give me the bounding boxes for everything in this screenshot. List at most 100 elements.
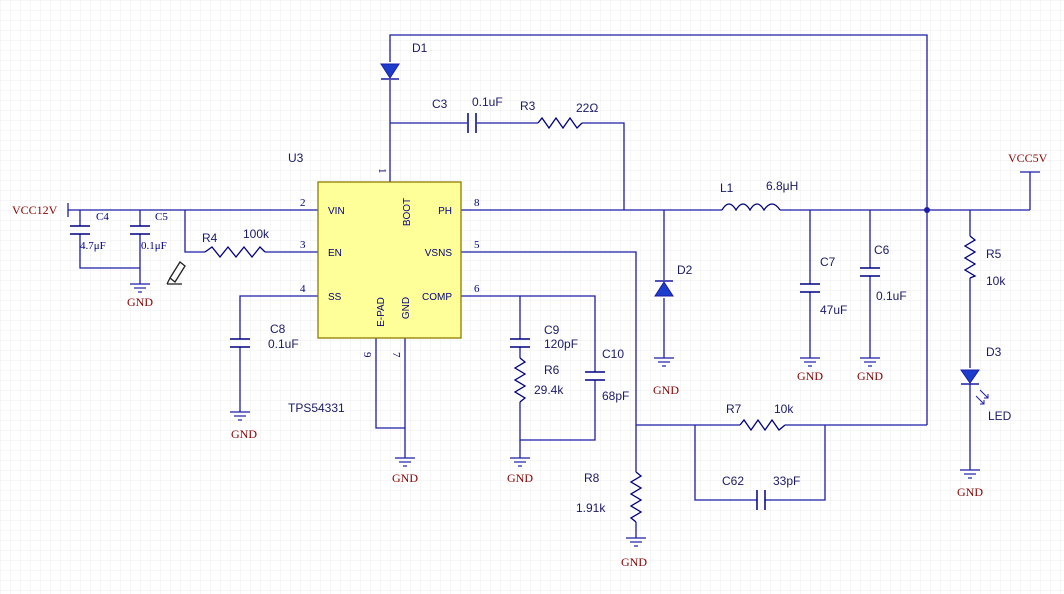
ground-symbol xyxy=(626,537,646,547)
ground-symbol xyxy=(960,469,980,479)
pin-number-comp: 6 xyxy=(474,283,480,295)
diode-d1[interactable]: D1 xyxy=(380,41,428,80)
c6-value: 0.1uF xyxy=(876,289,907,303)
pin-name-comp: COMP xyxy=(422,292,452,303)
pin-number-boot: 1 xyxy=(376,168,388,174)
wire-epad-gnd xyxy=(375,338,405,429)
c62-value: 33pF xyxy=(773,474,800,488)
diode-d2[interactable]: D2 xyxy=(654,263,693,297)
r5-zigzag xyxy=(963,235,977,279)
c7-ref: C7 xyxy=(820,255,836,269)
resistor-r4[interactable] xyxy=(204,245,266,259)
c3-ref: C3 xyxy=(432,97,448,111)
r3-value: 22Ω xyxy=(576,101,598,115)
wire-r3-ph xyxy=(582,122,625,210)
chip-body xyxy=(317,181,462,339)
resistor-r5[interactable] xyxy=(963,235,977,279)
d3-ref: D3 xyxy=(986,345,1002,359)
capacitor-c10[interactable] xyxy=(585,371,605,381)
gnd-label: GND xyxy=(507,471,533,485)
r8-ref: R8 xyxy=(584,471,600,485)
r6-value: 29.4k xyxy=(534,383,564,397)
pin-name-boot: BOOT xyxy=(402,198,413,226)
pin-name-gnd: GND xyxy=(401,297,412,319)
c6-ref: C6 xyxy=(874,243,890,257)
l1-value: 6.8μH xyxy=(766,179,798,193)
r7-zigzag xyxy=(739,418,786,432)
capacitor-c9[interactable] xyxy=(510,338,530,348)
pin-name-en: EN xyxy=(328,248,342,259)
ground-labels: GND GND GND GND GND GND GND GND GND xyxy=(127,295,983,569)
junction-dot xyxy=(924,207,930,213)
r4-zigzag xyxy=(204,245,266,259)
pin-number-epad: 9 xyxy=(361,352,373,358)
ground-symbol xyxy=(130,283,150,293)
wire-ss xyxy=(239,295,318,339)
wire-vsns xyxy=(461,251,637,472)
resistor-r6[interactable] xyxy=(513,357,527,403)
capacitor-c5[interactable] xyxy=(130,225,150,235)
d3-body xyxy=(960,369,980,384)
capacitor-c8[interactable] xyxy=(230,338,250,348)
wire-comp xyxy=(461,295,596,372)
wire-c62-left xyxy=(694,425,757,501)
d1-body xyxy=(380,63,400,79)
pin-number-gnd: 7 xyxy=(390,352,402,358)
pin-name-ss: SS xyxy=(328,292,342,303)
capacitor-c62[interactable] xyxy=(756,490,766,510)
c9-value: 120pF xyxy=(544,337,578,351)
d3-light-arrows xyxy=(975,389,989,405)
c3-value: 0.1uF xyxy=(472,95,503,109)
c5-ref: C5 xyxy=(155,211,168,223)
pin-number-ph: 8 xyxy=(474,197,480,209)
c9-ref: C9 xyxy=(544,323,560,337)
c10-ref: C10 xyxy=(602,347,624,361)
r7-ref: R7 xyxy=(726,402,742,416)
ground-symbol xyxy=(230,411,250,421)
c5-value: 0.1μF xyxy=(141,240,167,252)
r8-zigzag xyxy=(629,471,643,523)
r4-value: 100k xyxy=(243,227,270,241)
inductor-l1[interactable] xyxy=(721,203,781,212)
resistor-r3[interactable] xyxy=(537,116,583,130)
vcc12v-label: VCC12V xyxy=(12,203,58,217)
capacitor-c3[interactable] xyxy=(467,113,477,133)
chip-tps54331[interactable]: VIN EN SS PH VSNS COMP BOOT E-PAD GND 2 … xyxy=(300,168,480,358)
capacitor-c4[interactable] xyxy=(70,225,90,235)
resistor-r7[interactable] xyxy=(739,418,786,432)
c62-ref: C62 xyxy=(722,474,744,488)
ground-symbols xyxy=(130,283,980,547)
gnd-label: GND xyxy=(392,471,418,485)
ground-symbol xyxy=(860,357,880,367)
d2-ref: D2 xyxy=(677,263,693,277)
power-port-vcc5v[interactable]: VCC5V xyxy=(1008,151,1048,173)
ground-symbol xyxy=(654,357,674,367)
r7-value: 10k xyxy=(774,402,794,416)
chip-part-number: TPS54331 xyxy=(288,401,345,415)
chip-designator: U3 xyxy=(288,151,304,165)
r4-ref: R4 xyxy=(202,231,218,245)
c8-value: 0.1uF xyxy=(268,337,299,351)
pin-name-vin: VIN xyxy=(328,206,345,217)
wire-c4-bottom xyxy=(79,234,140,269)
r6-ref: R6 xyxy=(544,363,560,377)
gnd-label: GND xyxy=(231,427,257,441)
d1-ref: D1 xyxy=(412,41,428,55)
gnd-label: GND xyxy=(857,369,883,383)
c4-value: 4.7μF xyxy=(80,240,106,252)
d3-value: LED xyxy=(988,409,1012,423)
led-d3[interactable] xyxy=(960,369,989,405)
gnd-label: GND xyxy=(653,383,679,397)
power-port-vcc12v[interactable]: VCC12V xyxy=(12,203,69,217)
capacitor-c7[interactable] xyxy=(800,283,820,293)
pencil-cursor-icon xyxy=(166,261,186,285)
wires xyxy=(68,34,1031,538)
junctions xyxy=(924,207,930,213)
gnd-label: GND xyxy=(957,485,983,499)
capacitor-c6[interactable] xyxy=(860,267,880,277)
pin-name-ph: PH xyxy=(438,206,452,217)
resistor-r8[interactable] xyxy=(629,471,643,523)
l1-coils xyxy=(721,203,781,212)
c10-value: 68pF xyxy=(602,389,629,403)
